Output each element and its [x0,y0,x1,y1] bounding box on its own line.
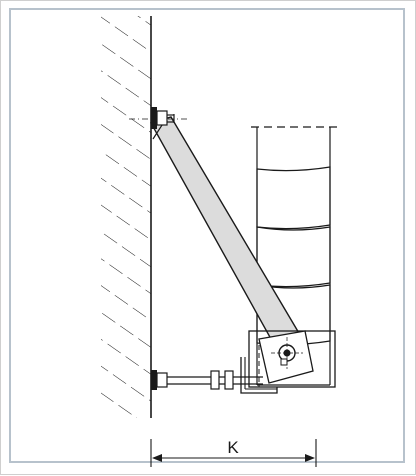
diagonal-arm [149,116,307,358]
bolt-nut [156,110,168,126]
column-rib-2 [256,226,331,288]
dimension-label: K [227,438,239,457]
clamp-plate [248,330,336,388]
angle-bracket [240,357,278,394]
lower-washer [151,370,157,390]
column-clamp [248,330,336,388]
column-rib-1 [256,166,331,230]
wall [101,16,152,418]
rod-nut-left [210,370,220,390]
dim-arrow-right [305,454,315,462]
arm-body [149,116,307,358]
diagram-panel [9,8,405,463]
rod-nut-right [224,370,234,390]
lower-nut [156,372,168,388]
bolt-washer [151,107,157,129]
dimension-k: K [150,438,317,467]
upper-anchor-bolt [129,107,189,129]
dim-arrow-left [152,454,162,462]
wall-hatching [101,16,151,418]
lower-support [151,357,278,394]
